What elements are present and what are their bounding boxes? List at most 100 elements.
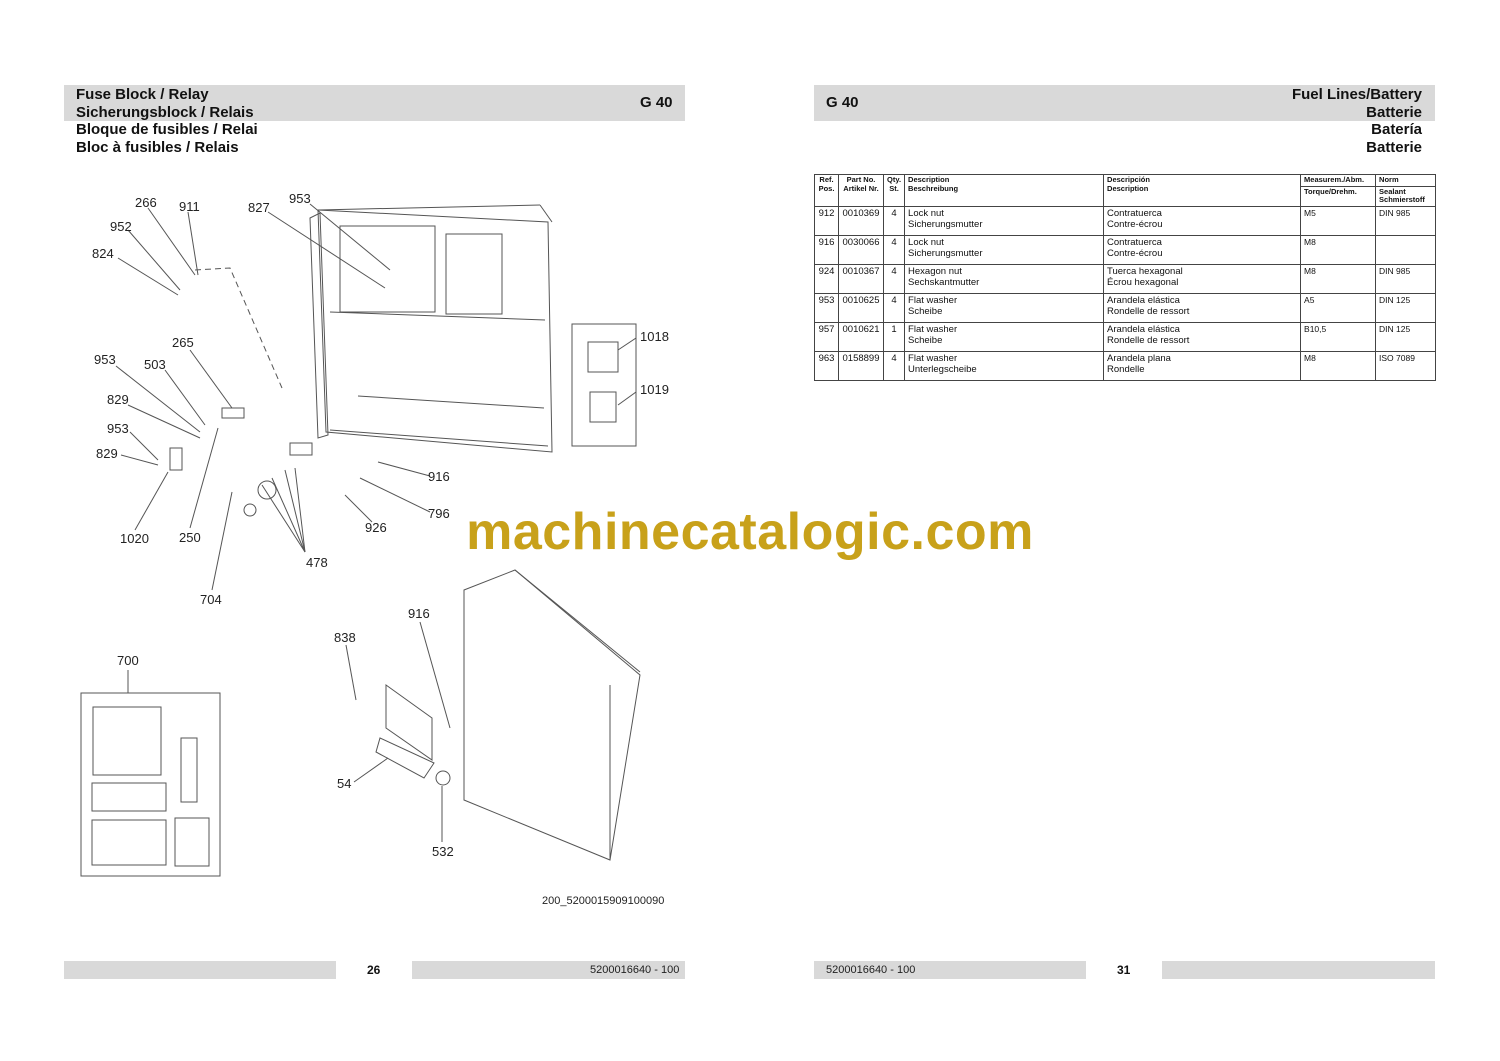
cell-ref: 912	[814, 205, 839, 236]
cell-measure: B10,5	[1300, 321, 1377, 352]
left-header-bar	[64, 85, 685, 121]
callout-1018: 1018	[640, 329, 669, 344]
right-footer-bar-1	[814, 961, 1086, 979]
cell-norm: DIN 985	[1375, 263, 1436, 294]
right-footer-bar-2	[1162, 961, 1435, 979]
callout-953: 953	[94, 352, 116, 367]
callout-838: 838	[334, 630, 356, 645]
title-de: Sicherungsblock / Relais	[76, 103, 254, 121]
cell-measure: M8	[1300, 234, 1377, 265]
title-en: Fuel Lines/Battery	[1291, 86, 1422, 103]
callout-916: 916	[428, 469, 450, 484]
drawing-id: 200_5200015909100090	[542, 895, 665, 907]
left-footer-bar-2	[412, 961, 685, 979]
callout-1019: 1019	[640, 382, 669, 397]
cell-ref: 916	[814, 234, 839, 265]
title-de: Batterie	[1366, 103, 1422, 121]
cell-norm	[1375, 234, 1436, 265]
callout-265: 265	[172, 335, 194, 350]
col-part: Part No.Artikel Nr.	[838, 174, 884, 207]
cell-qty: 4	[882, 234, 906, 265]
left-group-code: G 40	[640, 94, 673, 111]
col-norm: Norm	[1375, 174, 1436, 187]
cell-norm: DIN 125	[1375, 321, 1436, 352]
right-page-title: Fuel Lines/Battery Batterie Batería Batt…	[1292, 86, 1422, 156]
watermark: machinecatalogic.com	[466, 503, 1034, 561]
col-torque: Torque/Drehm.	[1300, 185, 1377, 207]
cell-part: 0010367	[838, 263, 884, 294]
callout-250: 250	[179, 530, 201, 545]
callout-926: 926	[365, 520, 387, 535]
right-group-code: G 40	[826, 94, 859, 111]
callout-916: 916	[408, 606, 430, 621]
col-qty: Qty.St.	[882, 174, 906, 207]
callout-827: 827	[248, 200, 270, 215]
callout-953: 953	[107, 421, 129, 436]
cell-measure: A5	[1300, 292, 1377, 323]
cell-qty: 4	[882, 263, 906, 294]
title-fr: Bloc à fusibles / Relais	[76, 138, 239, 156]
callout-532: 532	[432, 844, 454, 859]
callout-503: 503	[144, 357, 166, 372]
exploded-parts-drawing	[80, 203, 641, 877]
right-doc-number: 5200016640 - 100	[826, 964, 916, 976]
col-ref: Ref.Pos.	[814, 174, 839, 207]
left-page-number: 26	[367, 963, 381, 977]
cell-ref: 924	[814, 263, 839, 294]
parts-table: Ref.Pos. Part No.Artikel Nr. Qty.St. Des…	[814, 174, 1436, 381]
callout-824: 824	[92, 246, 114, 261]
cell-measure: M8	[1300, 350, 1377, 381]
cell-part: 0010369	[838, 205, 884, 236]
cell-measure: M8	[1300, 263, 1377, 294]
cell-part: 0010625	[838, 292, 884, 323]
callout-1020: 1020	[120, 531, 149, 546]
callout-478: 478	[306, 555, 328, 570]
title-es: Batería	[1371, 121, 1422, 138]
cell-ref: 957	[814, 321, 839, 352]
callout-700: 700	[117, 653, 139, 668]
callout-829: 829	[107, 392, 129, 407]
cell-measure: M5	[1300, 205, 1377, 236]
left-page-title: Fuse Block / Relay Sicherungsblock / Rel…	[76, 86, 258, 156]
cell-part: 0158899	[838, 350, 884, 381]
title-fr: Batterie	[1366, 138, 1422, 156]
callout-829: 829	[96, 446, 118, 461]
right-header-bar	[814, 85, 1435, 121]
left-footer-bar-1	[64, 961, 336, 979]
cell-norm: DIN 985	[1375, 205, 1436, 236]
callout-54: 54	[337, 776, 352, 791]
cell-qty: 4	[882, 205, 906, 236]
cell-norm: DIN 125	[1375, 292, 1436, 323]
callout-911: 911	[179, 199, 200, 214]
callout-953: 953	[289, 191, 311, 206]
cell-norm: ISO 7089	[1375, 350, 1436, 381]
title-en: Fuse Block / Relay	[76, 86, 209, 103]
right-page-number: 31	[1117, 963, 1131, 977]
left-doc-number: 5200016640 - 100	[590, 964, 680, 976]
cell-qty: 4	[882, 292, 906, 323]
cell-ref: 953	[814, 292, 839, 323]
callout-952: 952	[110, 219, 132, 234]
title-es: Bloque de fusibles / Relai	[76, 121, 258, 138]
table-header-row: Ref.Pos. Part No.Artikel Nr. Qty.St. Des…	[814, 174, 1436, 207]
